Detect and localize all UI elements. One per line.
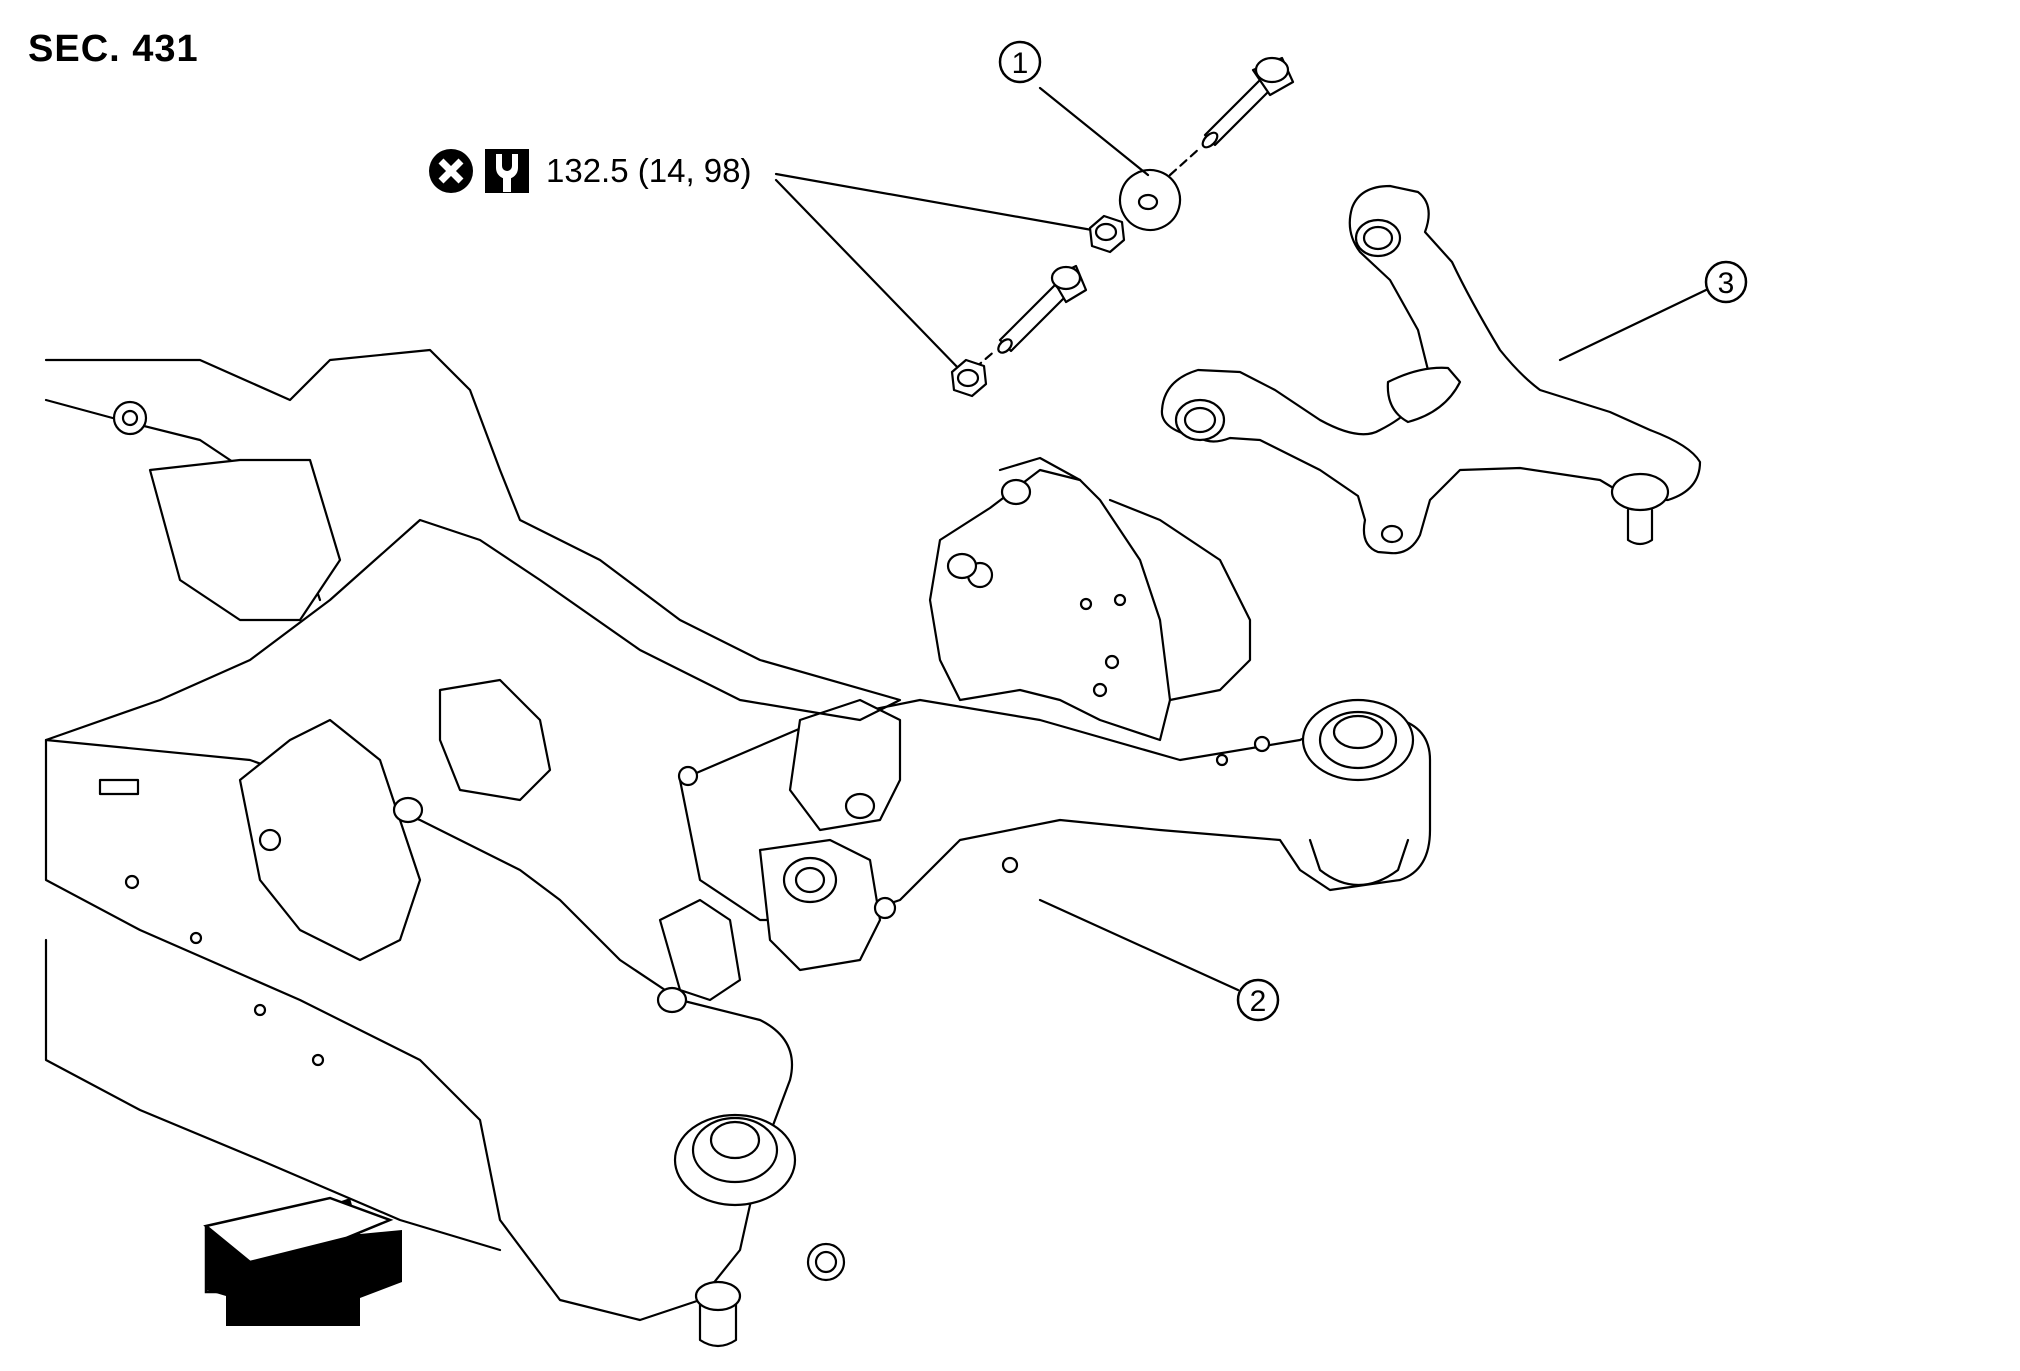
upper-nut <box>1088 214 1126 254</box>
washer <box>1118 168 1182 232</box>
callout-number: 3 <box>1718 267 1735 300</box>
callout-number: 1 <box>1012 47 1029 80</box>
do-not-reuse-icon <box>429 149 473 193</box>
vehicle-body <box>44 348 902 1252</box>
lower-nut <box>950 358 988 398</box>
upper-bolt <box>1168 56 1295 177</box>
callout-number: 2 <box>1250 985 1267 1018</box>
lower-bolt <box>973 264 1088 370</box>
torque-wrench-icon <box>485 149 529 193</box>
section-label: SEC. 431 <box>28 28 199 70</box>
upper-link-arm <box>1160 184 1702 555</box>
suspension-member <box>44 456 1432 1348</box>
callout-1: 1 <box>998 40 1042 84</box>
callout-3: 3 <box>1704 260 1748 304</box>
torque-leader-lines <box>774 172 1094 374</box>
torque-spec: 132.5 (14, 98) <box>428 148 751 194</box>
callout-leader-lines <box>1038 86 1708 992</box>
torque-value: 132.5 (14, 98) <box>546 152 752 189</box>
vehicle-front-arrow-icon <box>203 1196 402 1326</box>
callout-2: 2 <box>1236 978 1280 1022</box>
